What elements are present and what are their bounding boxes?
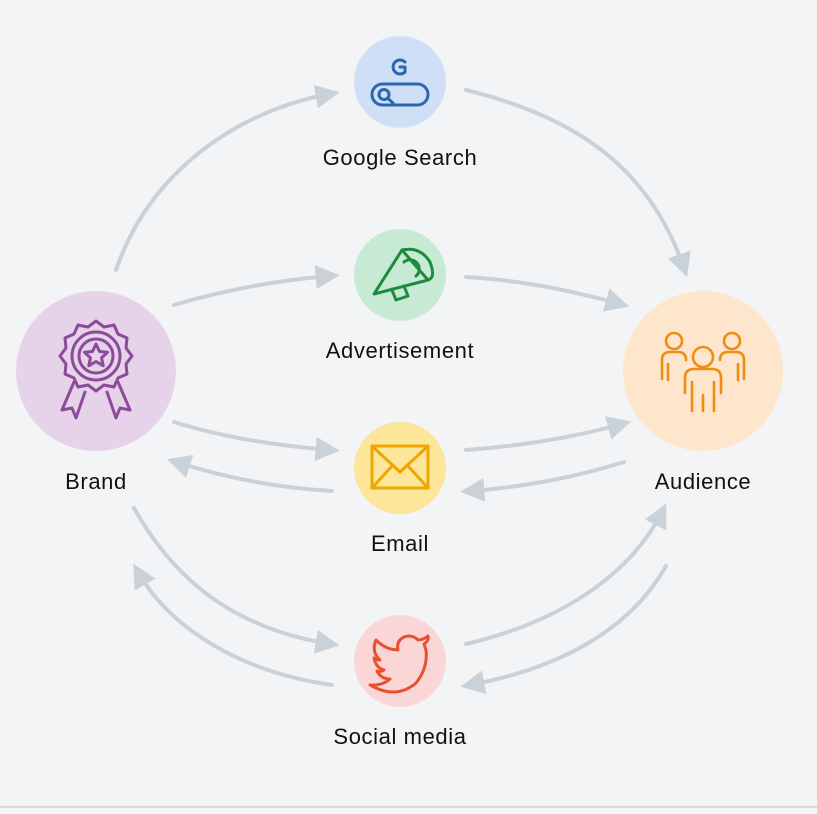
arrow-social-media-to-brand bbox=[133, 563, 334, 687]
envelope-icon bbox=[370, 444, 430, 490]
advertisement-circle bbox=[354, 229, 446, 321]
node-google-search: Google Search bbox=[323, 36, 478, 170]
award-ribbon-icon bbox=[58, 319, 134, 420]
node-audience: Audience bbox=[623, 291, 783, 494]
google-search-label: Google Search bbox=[323, 145, 478, 170]
arrow-google-search-to-audience bbox=[464, 88, 691, 278]
arrow-email-to-brand bbox=[166, 454, 334, 493]
email-circle bbox=[354, 422, 446, 514]
node-social-media: Social media bbox=[333, 615, 466, 749]
node-email: Email bbox=[354, 422, 446, 556]
email-label: Email bbox=[371, 531, 429, 556]
google-search-icon bbox=[370, 58, 430, 107]
social-media-circle bbox=[354, 615, 446, 707]
arrow-social-media-to-audience bbox=[464, 503, 667, 646]
advertisement-label: Advertisement bbox=[326, 338, 474, 363]
arrow-audience-to-social-media bbox=[460, 564, 668, 695]
arrow-brand-to-email bbox=[172, 420, 340, 461]
arrow-brand-to-google-search bbox=[114, 84, 340, 272]
arrow-email-to-audience bbox=[464, 416, 632, 452]
arrow-brand-to-social-media bbox=[132, 506, 340, 654]
people-group-icon bbox=[660, 331, 746, 413]
arrow-advertisement-to-audience bbox=[464, 275, 630, 312]
bottom-divider bbox=[0, 806, 817, 808]
brand-label: Brand bbox=[65, 469, 127, 494]
arrow-brand-to-advertisement bbox=[172, 265, 340, 307]
social-media-label: Social media bbox=[333, 724, 466, 749]
arrows bbox=[114, 84, 691, 695]
google-search-circle bbox=[354, 36, 446, 128]
audience-label: Audience bbox=[655, 469, 752, 494]
arrow-audience-to-email bbox=[460, 460, 626, 502]
twitter-bird-icon bbox=[368, 634, 430, 694]
node-brand: Brand bbox=[16, 291, 176, 494]
megaphone-icon bbox=[372, 247, 435, 302]
node-advertisement: Advertisement bbox=[326, 229, 474, 363]
audience-circle bbox=[623, 291, 783, 451]
brand-circle bbox=[16, 291, 176, 451]
